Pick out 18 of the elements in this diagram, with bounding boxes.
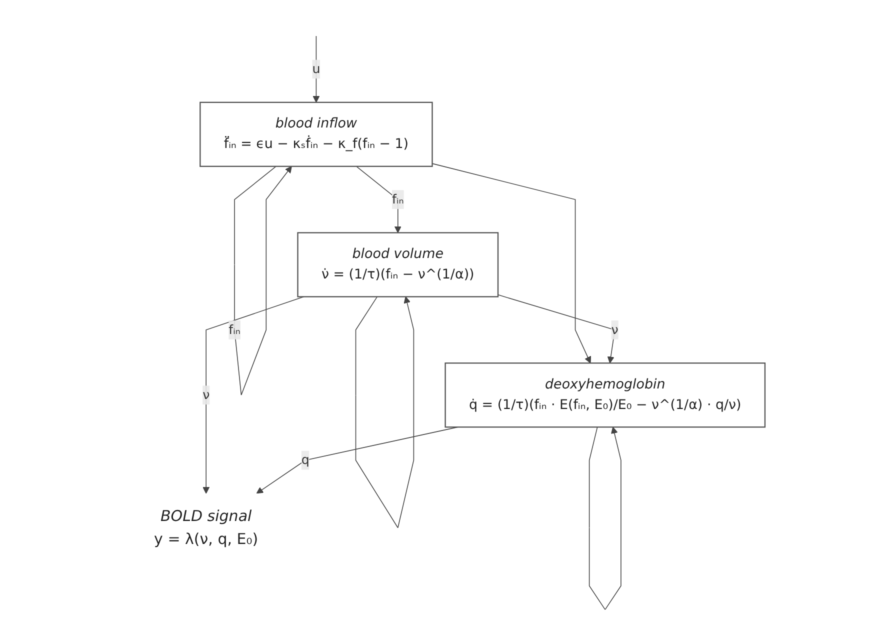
node-text: BOLD signal y = λ(ν, q, E₀): [154, 507, 258, 548]
edge-label: u: [312, 60, 321, 76]
edge-label: q: [302, 452, 310, 467]
node-box: blood volume ν̇ = (1/τ)(fᵢₙ − ν^(1/α)): [298, 232, 499, 297]
arrow: [356, 296, 414, 528]
arrow: [432, 162, 592, 363]
arrow: [498, 294, 616, 363]
edge-label: fᵢₙ: [228, 322, 241, 337]
edge-label: ν: [612, 322, 619, 337]
edge-label: ν: [202, 386, 210, 402]
arrow: [234, 165, 292, 395]
edge-label: fᵢₙ: [392, 191, 404, 206]
node-box: deoxyhemoglobin q̇ = (1/τ)(fᵢₙ · E(fᵢₙ, E₀)/E₀ − ν^(1/α) · q/ν): [445, 362, 766, 428]
arrow: [356, 165, 402, 233]
node-box: blood inflow f̈ᵢₙ = ϵu − κₛḟᵢₙ − κ_f(fᵢₙ − 1): [200, 101, 434, 166]
arrow: [589, 426, 622, 610]
arrow: [313, 35, 320, 102]
arrow: [202, 296, 304, 494]
